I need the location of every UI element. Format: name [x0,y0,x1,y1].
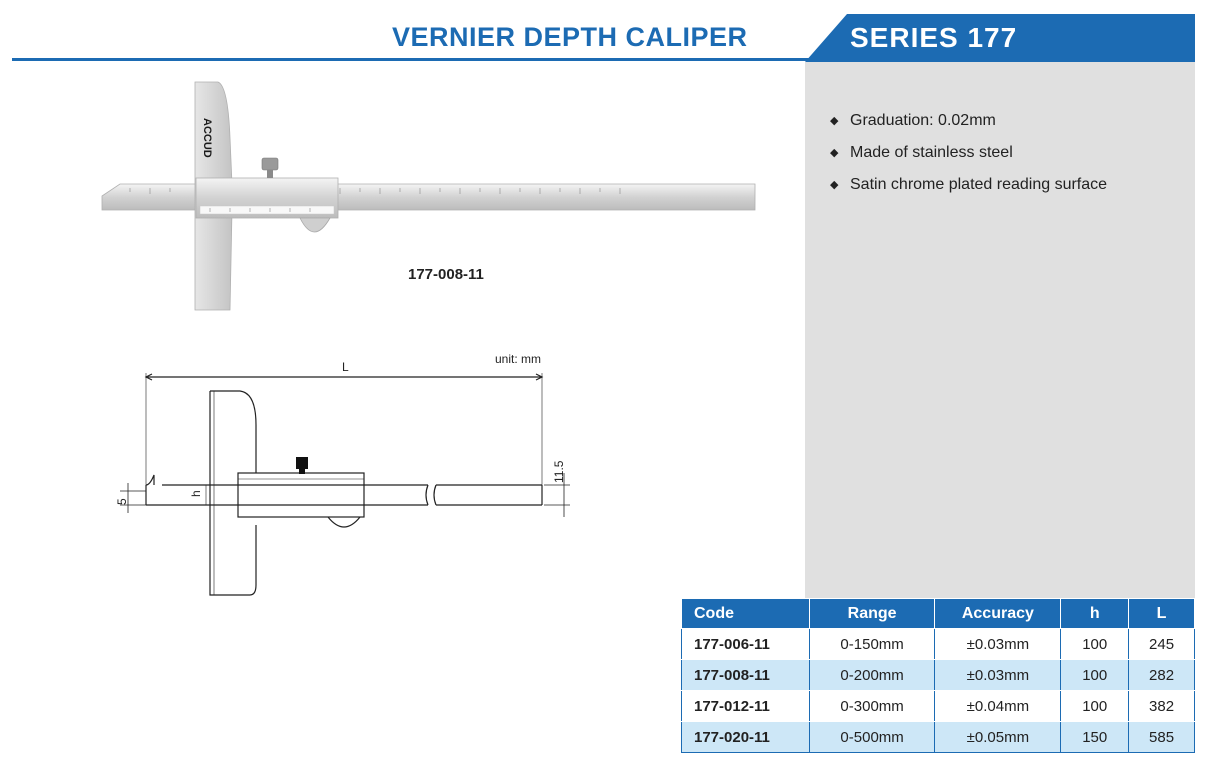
diamond-bullet-icon: ◆ [830,115,839,127]
diamond-bullet-icon: ◆ [830,147,839,159]
col-L: L [1128,598,1195,629]
col-accuracy: Accuracy [934,598,1062,629]
spec-table: Code Range Accuracy h L 177-006-11 0-150… [681,598,1195,753]
feature-item: ◆Satin chrome plated reading surface [830,169,1107,201]
table-row: 177-008-11 0-200mm ±0.03mm 100 282 [681,659,1195,691]
dim-5-label: 5 [115,498,129,505]
features-panel [805,62,1195,602]
col-h: h [1060,598,1130,629]
model-label: 177-008-11 [408,266,484,283]
col-range: Range [808,598,936,629]
table-header-row: Code Range Accuracy h L [681,598,1195,629]
table-row: 177-012-11 0-300mm ±0.04mm 100 382 [681,690,1195,722]
series-label: SERIES 177 [850,22,1018,53]
series-tab [805,14,1195,62]
table-row: 177-006-11 0-150mm ±0.03mm 100 245 [681,628,1195,660]
dimension-drawing: L h 5 11.5 [115,360,570,596]
dim-11-5-label: 11.5 [552,460,566,483]
svg-text:ACCUD: ACCUD [201,118,213,158]
col-code: Code [681,598,810,629]
page-title: VERNIER DEPTH CALIPER [392,22,748,52]
dim-L-label: L [342,360,349,374]
feature-list: ◆Graduation: 0.02mm ◆Made of stainless s… [830,105,1107,201]
dim-h-label: h [189,490,203,497]
feature-item: ◆Made of stainless steel [830,137,1107,169]
caliper-photo: ACCUD [101,81,756,311]
diamond-bullet-icon: ◆ [830,179,839,191]
title-underline [12,58,812,61]
unit-label: unit: mm [495,352,542,366]
table-row: 177-020-11 0-500mm ±0.05mm 150 585 [681,721,1195,753]
feature-item: ◆Graduation: 0.02mm [830,105,1107,137]
